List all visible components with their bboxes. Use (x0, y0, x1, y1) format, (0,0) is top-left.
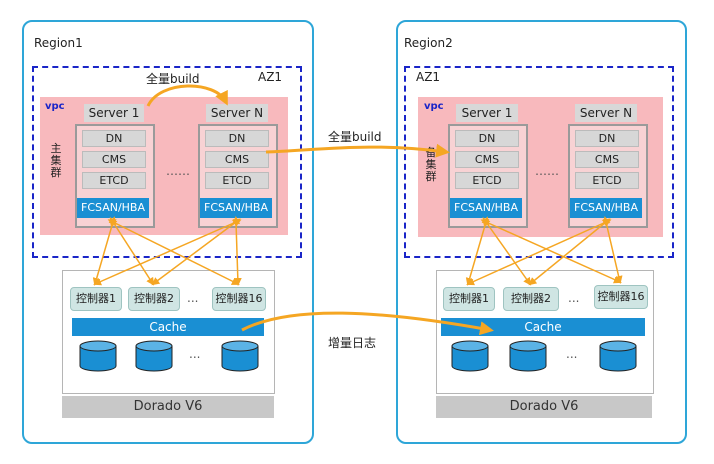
region1-servern-cms: CMS (205, 151, 269, 168)
region1-server-ellipsis: …… (166, 164, 190, 178)
region2-label: Region2 (404, 36, 453, 50)
region1-servern-dn: DN (205, 130, 269, 147)
region2-disk-1 (451, 340, 489, 372)
region2-server1-label: Server 1 (456, 104, 518, 122)
cross-full-build-label: 全量build (328, 130, 382, 144)
region2-disk-ellipsis: ... (566, 347, 578, 361)
region2-dorado-label: Dorado V6 (436, 396, 652, 418)
region2-server1-dn: DN (455, 130, 519, 147)
region2-servern-etcd: ETCD (575, 172, 639, 189)
region1-servern-etcd: ETCD (205, 172, 269, 189)
region2-server1-cms: CMS (455, 151, 519, 168)
region1-server1-fcsan: FCSAN/HBA (77, 198, 149, 218)
region2-az1-label: AZ1 (416, 70, 441, 84)
region2-vpc-label: vpc (424, 101, 444, 112)
region1-disk-3 (221, 340, 259, 372)
region2-servern-fcsan: FCSAN/HBA (570, 198, 642, 218)
region2-controller-2: 控制器2 (503, 287, 559, 311)
region1-controller-16: 控制器16 (212, 287, 266, 311)
region1-server1-dn: DN (82, 130, 146, 147)
region2-servern-cms: CMS (575, 151, 639, 168)
region2-cluster-label: 备集群 (425, 146, 437, 183)
region2-server1-etcd: ETCD (455, 172, 519, 189)
region1-server1-etcd: ETCD (82, 172, 146, 189)
region2-controller-1: 控制器1 (443, 287, 495, 311)
region1-servern-fcsan: FCSAN/HBA (200, 198, 272, 218)
region1-server1-cms: CMS (82, 151, 146, 168)
region1-controller-ellipsis: ... (187, 291, 199, 305)
region1-az1-label: AZ1 (258, 70, 283, 84)
region2-servern-label: Server N (575, 104, 637, 122)
region2-servern-dn: DN (575, 130, 639, 147)
region2-controller-16: 控制器16 (594, 285, 648, 309)
region2-disk-3 (599, 340, 637, 372)
region1-build-label: 全量build (146, 72, 200, 86)
region2-disk-2 (509, 340, 547, 372)
cross-incremental-log-label: 增量日志 (328, 336, 377, 350)
region1-disk-1 (79, 340, 117, 372)
region1-cluster-label: 主集群 (50, 142, 62, 179)
region1-servern-label: Server N (206, 104, 268, 122)
region1-disk-ellipsis: ... (189, 347, 201, 361)
region1-cache: Cache (72, 318, 264, 336)
region2-server1-fcsan: FCSAN/HBA (450, 198, 522, 218)
region1-label: Region1 (34, 36, 83, 50)
region2-cache: Cache (441, 318, 645, 336)
region1-controller-1: 控制器1 (70, 287, 122, 311)
region2-controller-ellipsis: ... (568, 291, 580, 305)
region1-server1-label: Server 1 (84, 104, 144, 122)
region1-controller-2: 控制器2 (128, 287, 180, 311)
region2-server-ellipsis: …… (535, 164, 559, 178)
region1-dorado-label: Dorado V6 (62, 396, 274, 418)
region1-vpc-label: vpc (45, 101, 65, 112)
region1-disk-2 (135, 340, 173, 372)
